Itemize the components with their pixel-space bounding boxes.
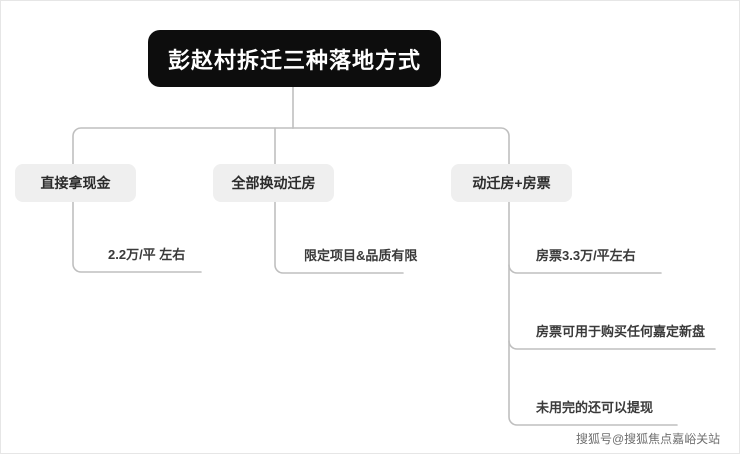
leaf-label: 限定项目&品质有限 <box>304 248 418 263</box>
branch-node-all-resettlement-housing[interactable]: 全部换动迁房 <box>213 164 334 202</box>
connector-branch-2-spine <box>508 201 678 426</box>
leaf-label: 未用完的还可以提现 <box>536 400 654 415</box>
branch-node-label: 动迁房+房票 <box>472 175 551 191</box>
connector-bar-right <box>292 127 510 165</box>
branch-node-direct-cash[interactable]: 直接拿现金 <box>15 164 136 202</box>
leaf-label: 房票3.3万/平左右 <box>536 248 636 263</box>
branch-node-label: 全部换动迁房 <box>231 175 316 191</box>
connector-branch-2-leaf-1 <box>508 340 716 350</box>
connector-bar-left <box>72 127 294 165</box>
leaf-label: 2.2万/平 左右 <box>108 247 186 262</box>
leaf-label: 房票可用于购买任何嘉定新盘 <box>536 324 706 339</box>
watermark: 搜狐号@搜狐焦点嘉峪关站 <box>576 432 721 446</box>
root-node[interactable]: 彭赵村拆迁三种落地方式 <box>148 30 441 87</box>
branch-node-housing-plus-voucher[interactable]: 动迁房+房票 <box>451 164 572 202</box>
connector-branch-2-leaf-0 <box>508 264 662 274</box>
branch-node-label: 直接拿现金 <box>40 175 111 191</box>
root-node-label: 彭赵村拆迁三种落地方式 <box>167 47 421 73</box>
